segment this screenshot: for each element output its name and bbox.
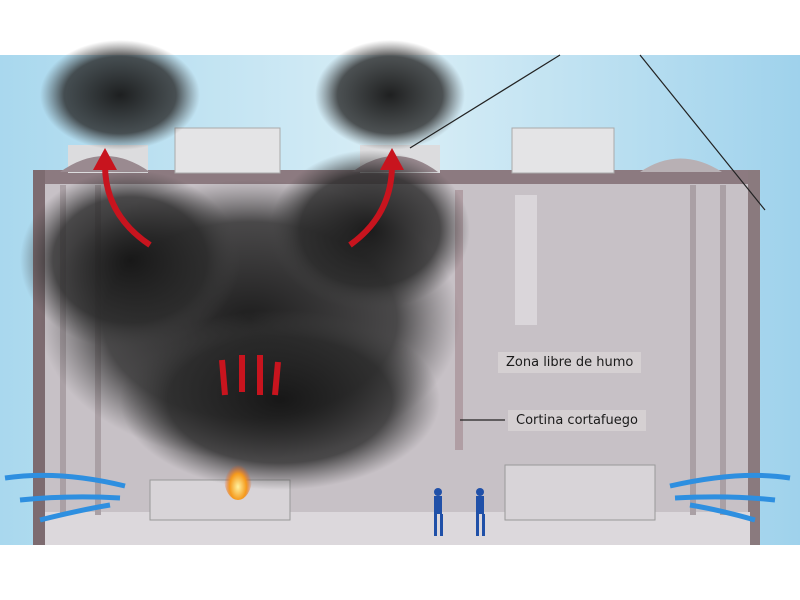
rooftop-unit [511,127,615,174]
machine [504,464,656,521]
leader-lines [409,54,766,421]
fire-icon [224,456,252,500]
right-wall [748,170,760,545]
fire-curtain-label: Cortina cortafuego [508,410,646,431]
column [720,185,726,515]
smoke-free-zone-label: Zona libre de humo [498,352,642,373]
arrow-heads [93,148,404,170]
smoke-exhaust-arrows [102,164,395,396]
duct [515,195,537,325]
smoke-cloud [20,40,470,490]
rooftop-unit [174,127,281,174]
column [690,185,696,515]
fresh-air-arrows [4,472,791,523]
workers [434,488,485,536]
smoke-vent [640,158,722,172]
